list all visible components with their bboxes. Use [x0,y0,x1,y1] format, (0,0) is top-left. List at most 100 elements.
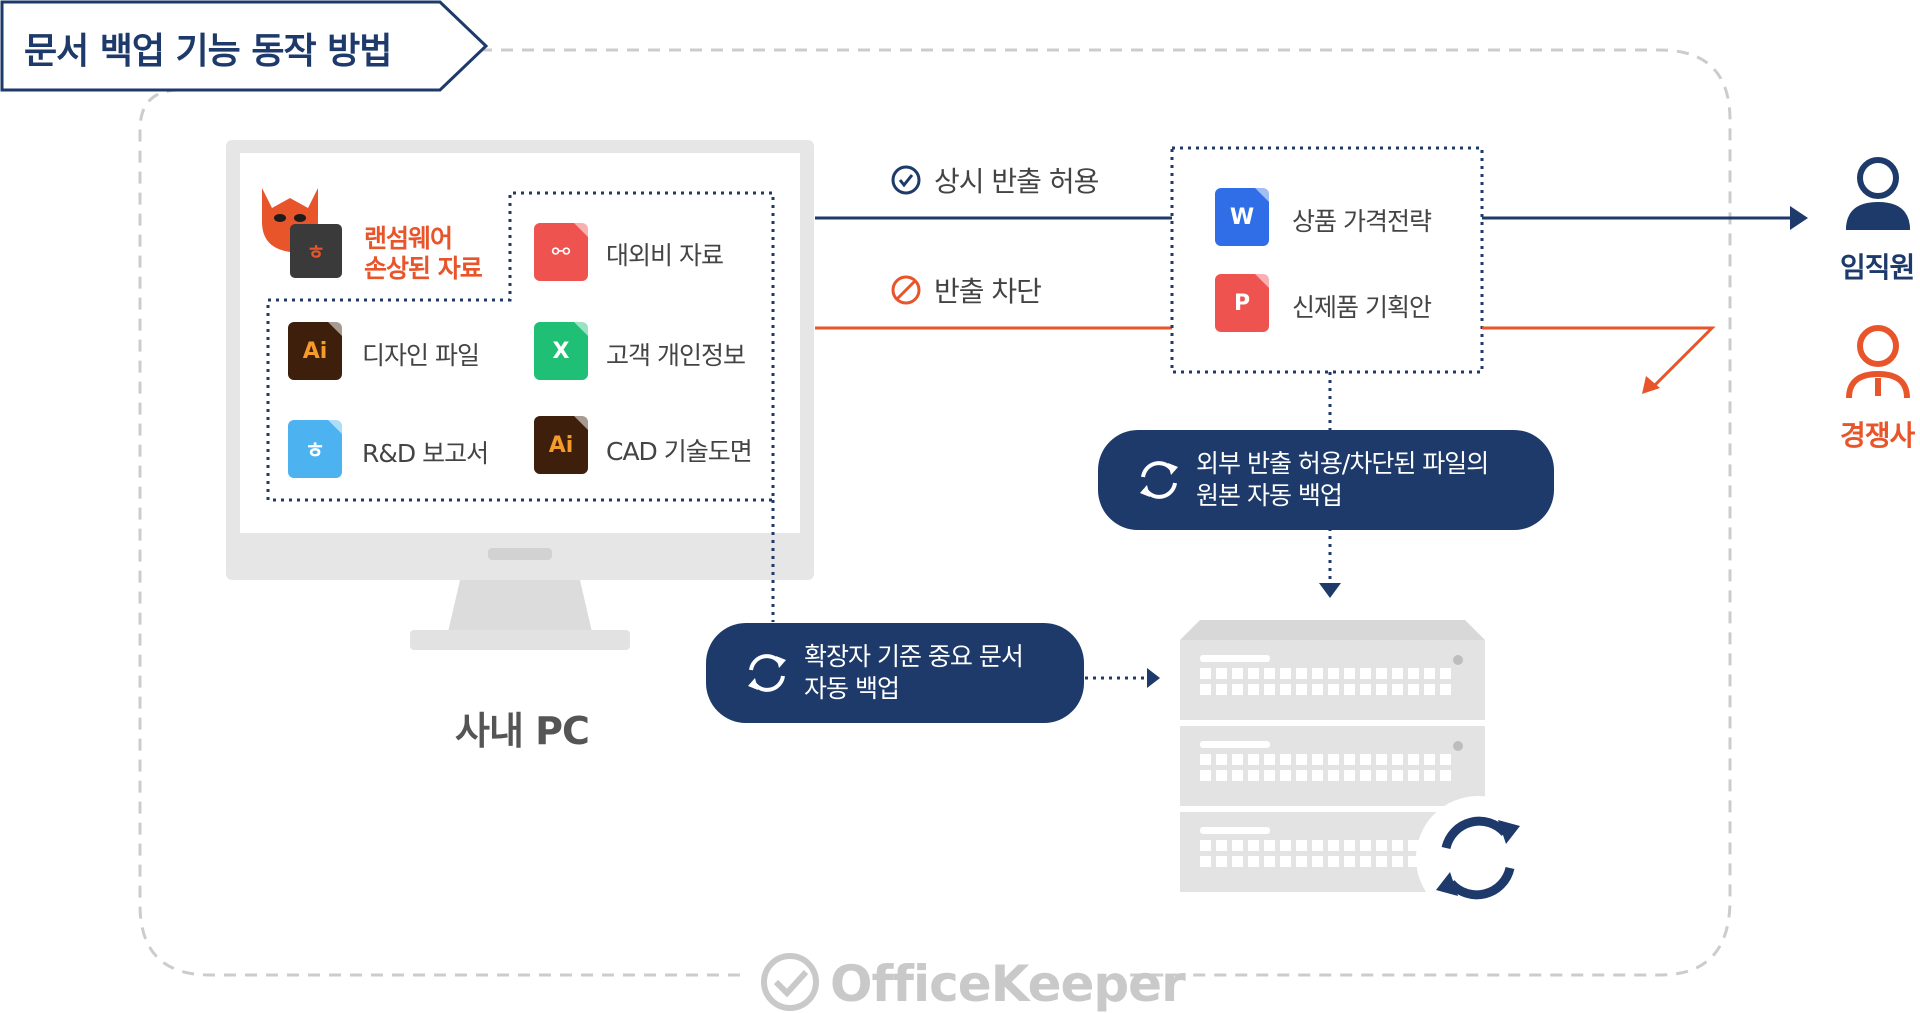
server-vent [1280,840,1291,851]
server-vent [1296,770,1307,781]
server-vent [1440,668,1451,679]
server-vent [1344,754,1355,765]
word-icon: W [1215,188,1269,246]
server-vent [1376,840,1387,851]
server-vent [1232,840,1243,851]
exported-files-box [1170,146,1484,374]
blocked-arrowhead [1642,376,1660,394]
server-vent [1264,668,1275,679]
server-vent [1360,754,1371,765]
server-vent [1264,856,1275,867]
server-vent [1216,840,1227,851]
server-vent [1440,754,1451,765]
employee-label: 임직원 [1840,251,1915,284]
server-vent [1296,668,1307,679]
server-vent [1216,684,1227,695]
server-vent [1328,770,1339,781]
server-vent [1408,770,1419,781]
server-vent [1296,754,1307,765]
sync-icon [1140,461,1178,499]
extension-backup-line1: 확장자 기준 중요 문서 [804,642,1024,671]
server-vent [1232,668,1243,679]
server-vent [1424,770,1435,781]
server-vent [1376,668,1387,679]
employee-icon [1846,157,1910,231]
server-vent [1264,684,1275,695]
server-vent [1392,856,1403,867]
server-vent [1376,754,1387,765]
server-vent [1312,856,1323,867]
server-vent [1200,754,1211,765]
extension-backup-line2: 자동 백업 [804,674,900,703]
server-vent [1312,754,1323,765]
server-vent [1216,754,1227,765]
block-label: 반출 차단 [890,270,1042,310]
server-vent [1264,840,1275,851]
server-vent [1248,754,1259,765]
server-vent [1216,668,1227,679]
hwp-icon: ㅎ [288,420,342,478]
external-backup-line2: 원본 자동 백업 [1196,481,1343,510]
server-vent [1328,856,1339,867]
to-employee-arrowhead [1790,206,1808,230]
server-vent [1392,668,1403,679]
server-vent [1232,684,1243,695]
server-vent [1312,684,1323,695]
server-vent [1360,840,1371,851]
server-vent [1280,668,1291,679]
server-vent [1360,668,1371,679]
server-vent [1424,684,1435,695]
server-vent [1312,840,1323,851]
server-vent [1280,856,1291,867]
pdf-icon: ⚯ [534,223,588,281]
server-vent [1344,856,1355,867]
server-vent [1248,668,1259,679]
server-vent [1200,684,1211,695]
server-vent [1280,684,1291,695]
outer-frame [138,48,1732,977]
powerpoint-icon: P [1215,274,1269,332]
server-vent [1376,684,1387,695]
server-vent [1248,840,1259,851]
server-vent [1376,856,1387,867]
server-vent [1344,840,1355,851]
title-banner [0,0,489,92]
pc-label: 사내 PC [455,709,590,753]
competitor-icon [1846,325,1910,399]
svg-text:ㅎ: ㅎ [307,240,325,264]
server-vent [1232,754,1243,765]
competitor-label: 경쟁사 [1840,419,1915,452]
block-label-text: 반출 차단 [934,275,1042,308]
server-vent [1248,856,1259,867]
external-backup-pill: 외부 반출 허용/차단된 파일의 원본 자동 백업 [1098,430,1554,530]
ransomware-label: 랜섬웨어 손상된 자료 [364,224,483,284]
server-vent [1408,840,1419,851]
server-vent [1232,770,1243,781]
server-vent [1328,668,1339,679]
brand-logo: OfficeKeeper [760,955,1186,1013]
server-vent [1344,668,1355,679]
server-vent [1296,840,1307,851]
server-vent [1392,840,1403,851]
server-vent [1392,684,1403,695]
selected-files-outline [266,191,775,502]
server-vent [1264,770,1275,781]
page-title: 문서 백업 기능 동작 방법 [24,31,392,72]
file-label-customer-privacy: 고객 개인정보 [606,341,746,370]
check-circle-icon [891,165,921,195]
brand-name: OfficeKeeper [830,955,1186,1013]
server-vent [1408,754,1419,765]
server-vent [1200,840,1211,851]
server-vent [1328,684,1339,695]
server-sync-icon [1416,796,1540,920]
server-vent [1360,856,1371,867]
server-vent [1200,668,1211,679]
server-vent [1440,770,1451,781]
file-label-rnd-report: R&D 보고서 [362,439,489,468]
file-label-cad-drawing: CAD 기술도면 [606,437,753,466]
sync-icon [748,654,786,692]
server-vent [1280,770,1291,781]
file-label-design: 디자인 파일 [362,341,480,370]
server-vent [1296,856,1307,867]
